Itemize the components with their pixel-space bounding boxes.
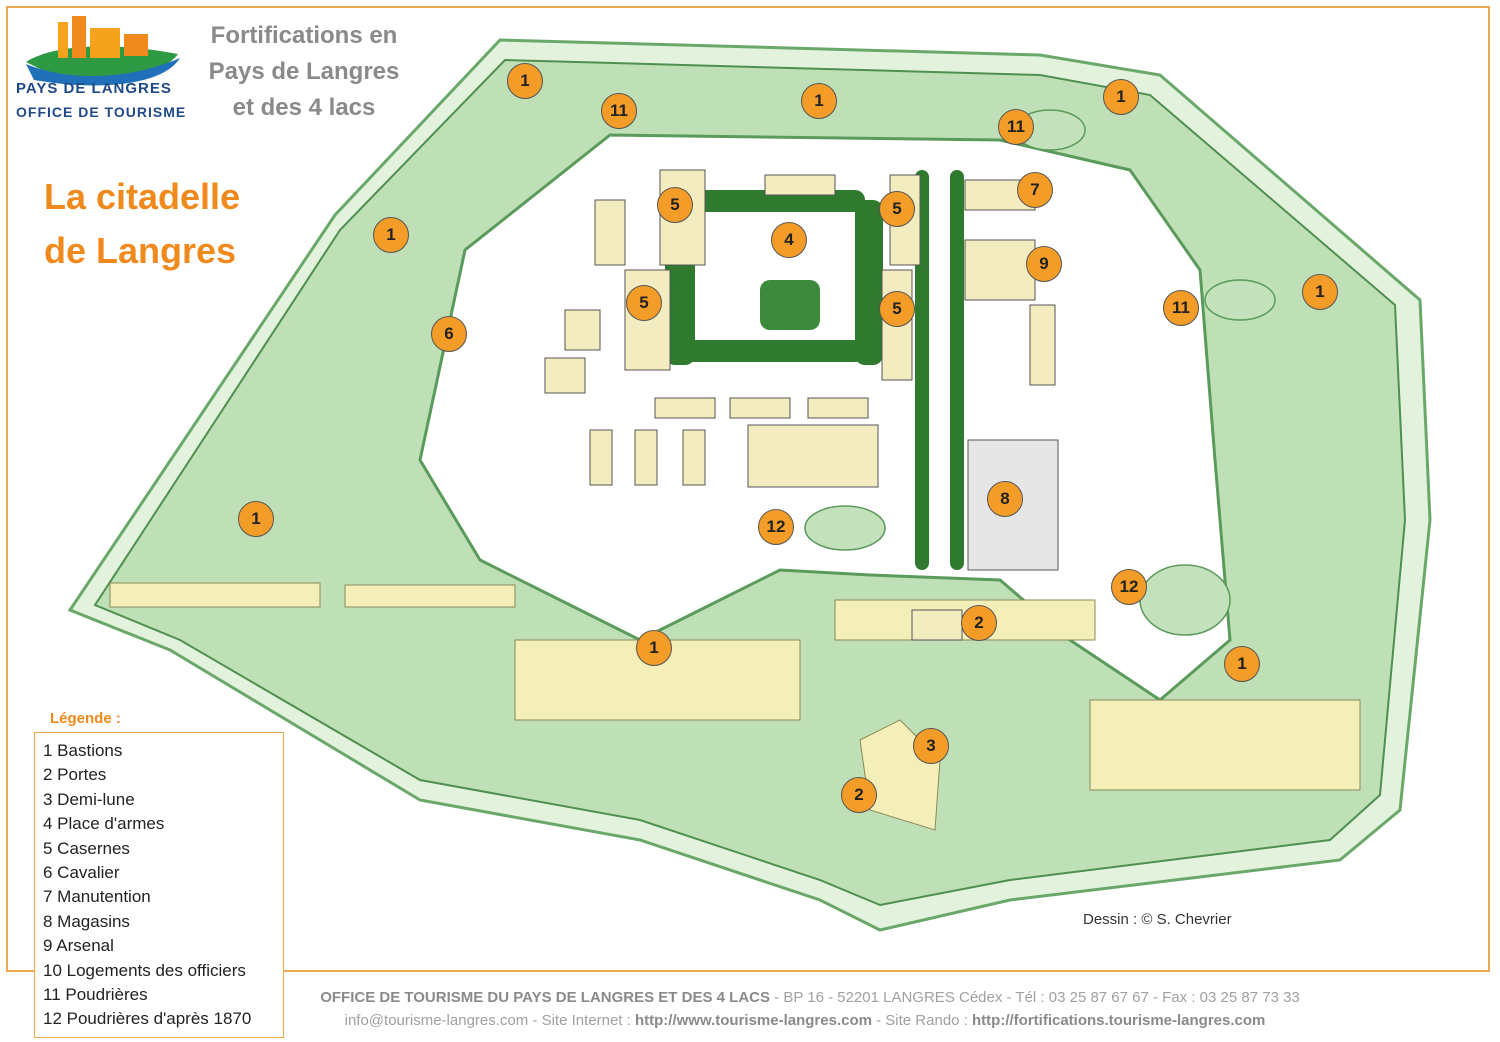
map-marker[interactable]: 11 bbox=[1163, 290, 1199, 326]
map-marker[interactable]: 1 bbox=[636, 630, 672, 666]
map-marker[interactable]: 5 bbox=[879, 191, 915, 227]
legend-item: 8 Magasins bbox=[43, 911, 130, 931]
footer-site-link[interactable]: http://www.tourisme-langres.com bbox=[634, 1012, 872, 1029]
legend-item: 4 Place d'armes bbox=[43, 814, 165, 834]
map-marker[interactable]: 6 bbox=[431, 316, 467, 352]
legend-item: 2 Portes bbox=[43, 765, 107, 785]
map-marker[interactable]: 2 bbox=[961, 605, 997, 641]
legend-label: Légende : bbox=[50, 710, 121, 727]
map-marker[interactable]: 11 bbox=[998, 109, 1034, 145]
footer-org: OFFICE DE TOURISME DU PAYS DE LANGRES ET… bbox=[320, 989, 770, 1006]
footer-site-label: - Site Internet : bbox=[528, 1012, 635, 1029]
legend-item: 9 Arsenal bbox=[43, 936, 114, 956]
footer-address: - BP 16 - 52201 LANGRES Cédex - Tél : 03… bbox=[770, 989, 1300, 1006]
legend-item: 1 Bastions bbox=[43, 741, 123, 760]
map-marker[interactable]: 4 bbox=[771, 222, 807, 258]
powder-mounds bbox=[804, 109, 1276, 636]
map-frame bbox=[6, 6, 1490, 972]
header-line: Fortifications en bbox=[210, 22, 398, 49]
legend-item: 11 Poudrières bbox=[43, 985, 148, 1005]
drawing-credit: Dessin : © S. Chevrier bbox=[1083, 911, 1232, 928]
logo-text-top: PAYS DE LANGRES bbox=[16, 80, 172, 97]
map-marker[interactable]: 12 bbox=[758, 509, 794, 545]
map-marker[interactable]: 1 bbox=[373, 217, 409, 253]
map-marker[interactable]: 5 bbox=[879, 291, 915, 327]
legend-item: 10 Logements des officiers bbox=[43, 960, 246, 980]
map-marker[interactable]: 1 bbox=[1302, 274, 1338, 310]
page-header: Fortifications en Pays de Langres et des… bbox=[196, 18, 412, 126]
map-marker[interactable]: 9 bbox=[1026, 246, 1062, 282]
legend-item: 6 Cavalier bbox=[43, 863, 120, 883]
header-line: et des 4 lacs bbox=[232, 94, 376, 121]
map-marker[interactable]: 7 bbox=[1017, 172, 1053, 208]
legend-item: 5 Casernes bbox=[43, 838, 130, 858]
map-marker[interactable]: 5 bbox=[657, 187, 693, 223]
map-marker[interactable]: 1 bbox=[801, 83, 837, 119]
title-line: de Langres bbox=[44, 230, 237, 271]
map-marker[interactable]: 1 bbox=[1224, 646, 1260, 682]
tourism-logo-icon bbox=[26, 16, 180, 86]
page-title: La citadelle de Langres bbox=[44, 170, 240, 278]
footer-links-line: info@tourisme-langres.com - Site Interne… bbox=[0, 1012, 1500, 1029]
header-line: Pays de Langres bbox=[208, 58, 400, 85]
map-marker[interactable]: 1 bbox=[238, 501, 274, 537]
legend-item: 12 Poudrières d'après 1870 bbox=[43, 1009, 252, 1029]
map-marker[interactable]: 3 bbox=[913, 728, 949, 764]
map-marker[interactable]: 1 bbox=[507, 63, 543, 99]
tree-alleys bbox=[665, 170, 964, 570]
footer-rando-label: - Site Rando : bbox=[871, 1012, 973, 1029]
legend-box: 1 Bastions 2 Portes 3 Demi-lune 4 Place … bbox=[34, 732, 284, 1038]
map-marker[interactable]: 2 bbox=[841, 777, 877, 813]
footer-email[interactable]: info@tourisme-langres.com bbox=[344, 1012, 529, 1029]
title-line: La citadelle bbox=[44, 176, 241, 217]
map-marker[interactable]: 11 bbox=[601, 93, 637, 129]
footer-rando-link[interactable]: http://fortifications.tourisme-langres.c… bbox=[972, 1012, 1266, 1029]
footer-address-line: OFFICE DE TOURISME DU PAYS DE LANGRES ET… bbox=[0, 989, 1500, 1006]
map-marker[interactable]: 1 bbox=[1103, 79, 1139, 115]
map-marker[interactable]: 8 bbox=[987, 481, 1023, 517]
legend-item: 7 Manutention bbox=[43, 887, 151, 907]
logo-text-bottom: OFFICE DE TOURISME bbox=[16, 104, 187, 120]
map-marker[interactable]: 12 bbox=[1111, 569, 1147, 605]
map-marker[interactable]: 5 bbox=[626, 285, 662, 321]
legend-item: 3 Demi-lune bbox=[43, 789, 135, 809]
